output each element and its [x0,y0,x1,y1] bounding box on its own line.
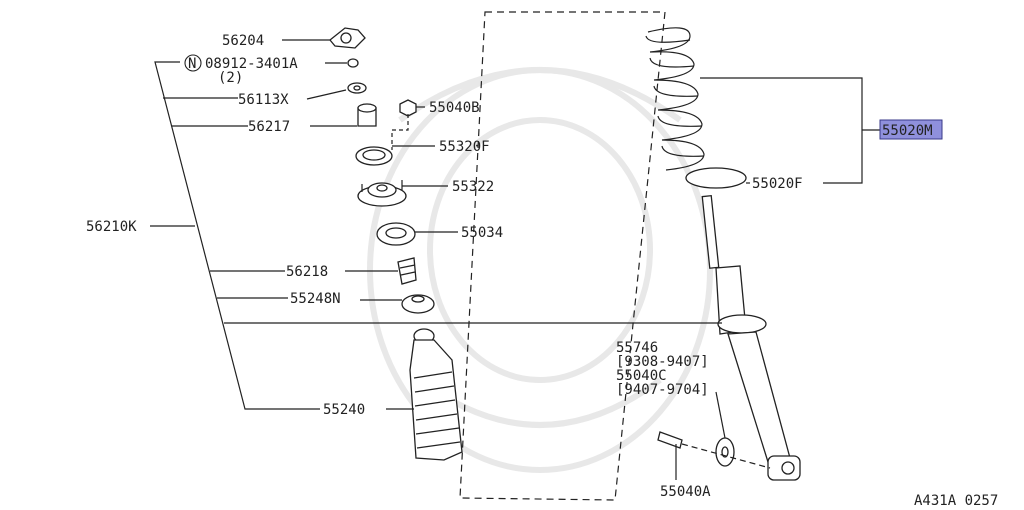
part-55240-drawing[interactable] [409,328,463,461]
assembly-boundary [459,11,666,501]
highlight-box [879,119,943,140]
label-56210k[interactable]: 56210K [86,219,137,235]
watermark-emblem [367,67,713,473]
part-55320f-drawing[interactable] [355,146,393,166]
part-08912-drawing[interactable] [347,58,359,68]
n-circle-icon [184,54,202,72]
label-55034[interactable]: 55034 [461,225,503,241]
label-55020m-group[interactable]: 55020M [879,119,943,140]
label-56204[interactable]: 56204 [222,33,264,49]
label-55320f[interactable]: 55320F [439,139,490,155]
part-55322-drawing[interactable] [357,180,407,207]
part-56113x-drawing[interactable] [347,82,367,94]
label-08912-prefix: N [188,56,196,72]
label-56113x[interactable]: 56113X [238,92,289,108]
label-55746[interactable]: 55746 [616,340,658,356]
part-56218-drawing[interactable] [397,257,417,285]
part-55020f-seat-drawing[interactable] [685,167,747,189]
label-55240[interactable]: 55240 [323,402,365,418]
part-55034-drawing[interactable] [376,222,416,246]
part-55040b-drawing[interactable] [399,99,417,117]
label-55248n[interactable]: 55248N [290,291,341,307]
label-08912-group[interactable]: N 08912-3401A (2) [184,54,298,86]
diagram-id: A431A 0257 [914,493,998,509]
label-55040a[interactable]: 55040A [660,484,711,500]
label-55040c-range: [9407-9704] [616,382,709,398]
label-55020m: 55020M [882,123,933,139]
label-55040c[interactable]: 55040C [616,368,667,384]
part-55248n-drawing[interactable] [401,294,435,314]
part-55040a-bolt-drawing[interactable] [657,431,771,469]
label-55040b[interactable]: 55040B [429,100,480,116]
label-55746-range: [9308-9407] [616,354,709,370]
label-56217[interactable]: 56217 [248,119,290,135]
shock-absorber-drawing[interactable] [701,194,801,481]
part-55020m-spring-drawing[interactable] [645,27,705,171]
label-55322[interactable]: 55322 [452,179,494,195]
part-56204-drawing[interactable] [329,27,366,49]
label-08912-qty: (2) [218,70,243,86]
part-55746-washer-drawing[interactable] [715,437,735,467]
label-55020f[interactable]: 55020F [752,176,803,192]
label-56218[interactable]: 56218 [286,264,328,280]
part-56217-drawing[interactable] [357,103,377,127]
label-08912: 08912-3401A [205,56,298,72]
leader-lines [150,39,880,480]
